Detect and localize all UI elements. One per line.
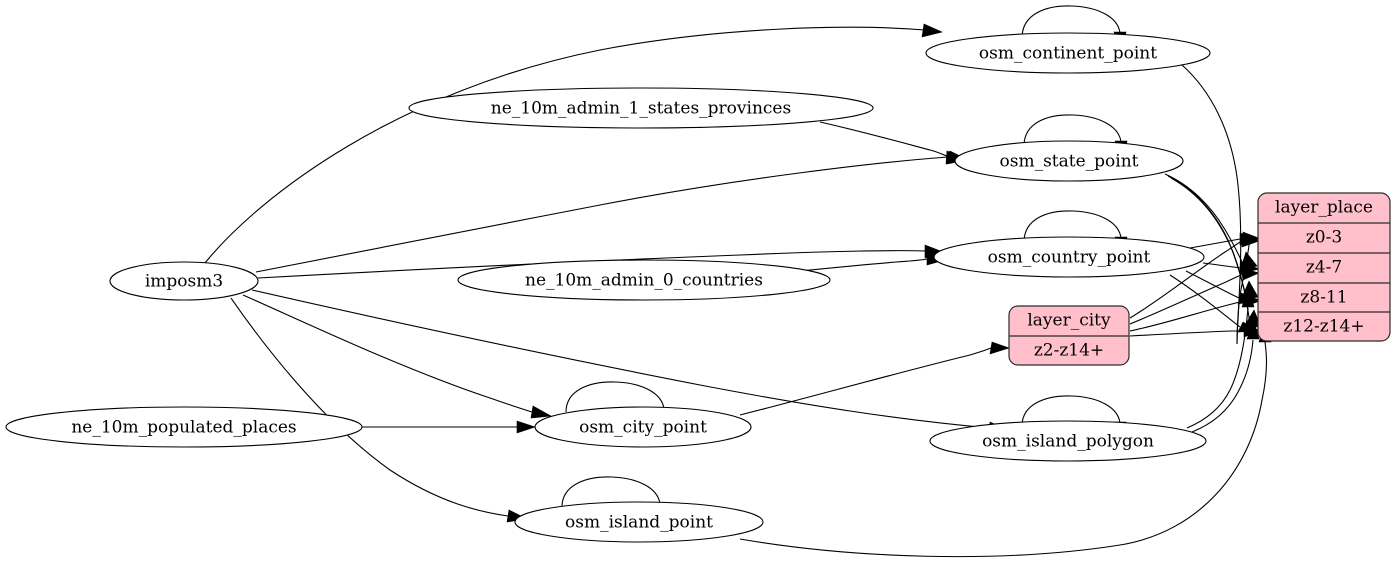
node-osm_country_point[interactable]: osm_country_point [933,236,1205,278]
edge-osm_island_polygon-to-layer_place-z12-z14+ [1191,321,1260,433]
edge-ne_populated-to-osm_city_point [362,420,536,434]
record-row-layer-place-2[interactable]: z8-11 [1300,288,1347,308]
record-node-layer_city[interactable]: layer_city z2-z14+ [1008,305,1130,366]
edge-ne_countries-to-osm_country_point [799,252,946,272]
edge-osm_city_point-to-layer_city-z2-z14+ [739,341,1010,416]
node-osm_continent_point[interactable]: osm_continent_point [925,32,1211,74]
record-row-layer-place-3[interactable]: z12-z14+ [1283,317,1364,337]
node-osm_city_point[interactable]: osm_city_point [534,406,752,448]
node-ne_10m_admin_1_states_provinces[interactable]: ne_10m_admin_1_states_provinces [408,87,874,129]
node-label-osm-country-point: osm_country_point [988,248,1151,268]
node-ne_10m_populated_places[interactable]: ne_10m_populated_places [5,406,363,448]
node-layer: imposm3 ne_10m_admin_1_states_provinces … [5,32,1211,543]
node-label-osm-continent-point: osm_continent_point [979,44,1157,64]
node-label-osm-state-point: osm_state_point [1000,152,1139,172]
node-label-imposm3: imposm3 [145,272,223,292]
node-label-ne-populated: ne_10m_populated_places [71,418,296,438]
node-label-ne-states: ne_10m_admin_1_states_provinces [491,99,791,119]
record-node-layer_place[interactable]: layer_place z0-3 z4-7 z8-11 z12-z14+ [1257,192,1391,342]
node-imposm3[interactable]: imposm3 [109,261,259,301]
edge-imposm3-to-osm_state_point [255,150,966,273]
node-label-osm-island-point: osm_island_point [565,513,713,533]
record-row-layer-place-1[interactable]: z4-7 [1306,258,1342,278]
node-label-osm-city-point: osm_city_point [579,418,707,438]
node-osm_island_point[interactable]: osm_island_point [514,501,764,543]
record-node-layer: layer_place z0-3 z4-7 z8-11 z12-z14+ lay… [1008,192,1391,366]
node-ne_10m_admin_0_countries[interactable]: ne_10m_admin_0_countries [457,259,831,301]
record-title-layer-city: layer_city [1027,311,1111,331]
edge-osm_island_polygon-to-layer_place-z8-11 [1186,288,1255,429]
record-title-layer-place: layer_place [1275,198,1373,218]
edge-imposm3-to-osm_continent_point [204,23,943,264]
node-osm_state_point[interactable]: osm_state_point [954,140,1184,182]
record-row-layer-city-0[interactable]: z2-z14+ [1034,341,1104,361]
edge-layer_city-to-layer_place-z4-7 [1129,267,1260,325]
node-label-ne-countries: ne_10m_admin_0_countries [525,271,763,291]
edge-layer_city-to-layer_place-z0-3 [1129,234,1260,319]
edge-imposm3-to-osm_city_point [242,294,552,419]
node-label-osm-island-polygon: osm_island_polygon [982,432,1154,452]
record-row-layer-place-0[interactable]: z0-3 [1306,228,1342,248]
edge-layer [204,5,1272,558]
node-osm_island_polygon[interactable]: osm_island_polygon [929,420,1207,462]
